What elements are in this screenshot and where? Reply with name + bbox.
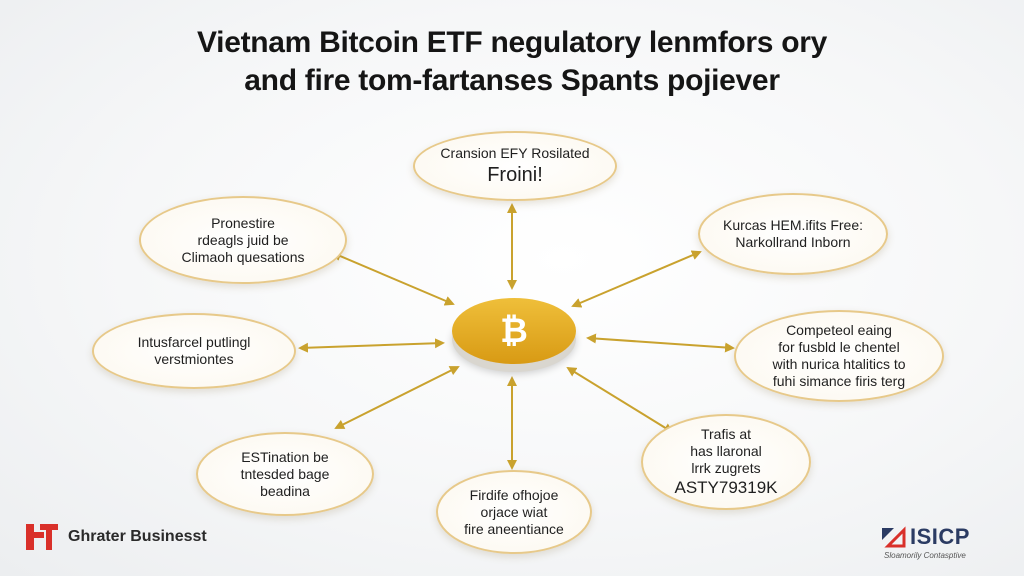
arrow-mid-left [298,338,445,353]
diagram-title-line-1: Vietnam Bitcoin ETF negulatory lenmfors … [197,26,827,59]
brand-name-right: ISICP [910,524,970,549]
node-lower-right-line-3: lrrk zugrets [691,459,761,476]
node-mid-left-line-1: Intusfarcel putlingl [137,334,251,350]
node-upper-right-line-1: Kurcas HEM.ifits Free: [722,217,864,233]
isicp-logo-icon [882,526,906,548]
arrow-mid-right [586,333,735,353]
footer-brand-right: ISICP Sloamorily Contasptive [880,524,1000,560]
node-lower-left-line-1: ESTination be [241,448,329,465]
brand-logo-icon [26,524,58,550]
node-mid-left: Intusfarcel putlingl verstmiontes [92,313,296,389]
node-mid-right-line-1: Competeol eaing [786,322,892,338]
node-lower-right: Trafis at has llaronal lrrk zugrets ASTY… [641,414,811,510]
node-top: Cransion EFY Rosilated Froini! [413,131,617,201]
node-upper-right: Kurcas HEM.ifits Free: Narkollrand Inbor… [698,193,888,275]
node-lower-left: ESTination be tntesded bage beadina [196,432,374,516]
node-upper-left-line-3: Climaoh quesations [181,248,305,265]
node-lower-left-line-3: beadina [260,482,310,499]
arrow-upper-left [331,251,455,306]
node-lower-right-line-2: has llaronal [690,442,762,459]
node-top-line-2: Froini! [487,163,543,186]
node-mid-right-line-4: fuhi simance firis terg [772,373,906,389]
node-lower-left-line-2: tntesded bage [240,465,330,482]
arrow-lower-right [566,366,674,434]
node-mid-left-line-2: verstmiontes [154,351,234,367]
node-upper-left: Pronestire rdeagls juid be Climaoh quesa… [139,196,347,284]
node-upper-left-line-1: Pronestire [211,214,275,231]
bitcoin-icon: ₿ [500,311,528,351]
node-bottom-line-2: orjace wiat [480,503,548,520]
bitcoin-center-node: ₿ [452,298,576,364]
node-mid-right-line-3: with nurica htalitics to [772,356,906,372]
diagram-title-line-2: and fire tom-fartanses Spants pojiever [244,64,780,97]
arrow-upper-right [571,250,702,308]
node-upper-left-line-2: rdeagls juid be [197,231,289,248]
node-lower-right-line-1: Trafis at [700,425,752,442]
node-top-line-1: Cransion EFY Rosilated [440,144,590,161]
node-bottom: Firdife ofhojoe orjace wiat fire aneenti… [436,470,592,554]
arrow-lower-left [334,366,460,429]
node-lower-right-line-4: ASTY79319K [674,477,778,497]
brand-name-left: Ghrater Businesst [68,528,207,545]
node-upper-right-line-2: Narkollrand Inborn [735,234,851,250]
footer-brand-left: Ghrater Businesst [26,524,207,550]
brand-tagline-right: Sloamorily Contasptive [884,551,966,560]
node-mid-right-line-2: for fusbld le chentel [778,339,900,355]
node-bottom-line-1: Firdife ofhojoe [469,486,559,503]
node-mid-right: Competeol eaing for fusbld le chentel wi… [734,310,944,402]
node-bottom-line-3: fire aneentiance [464,520,564,537]
